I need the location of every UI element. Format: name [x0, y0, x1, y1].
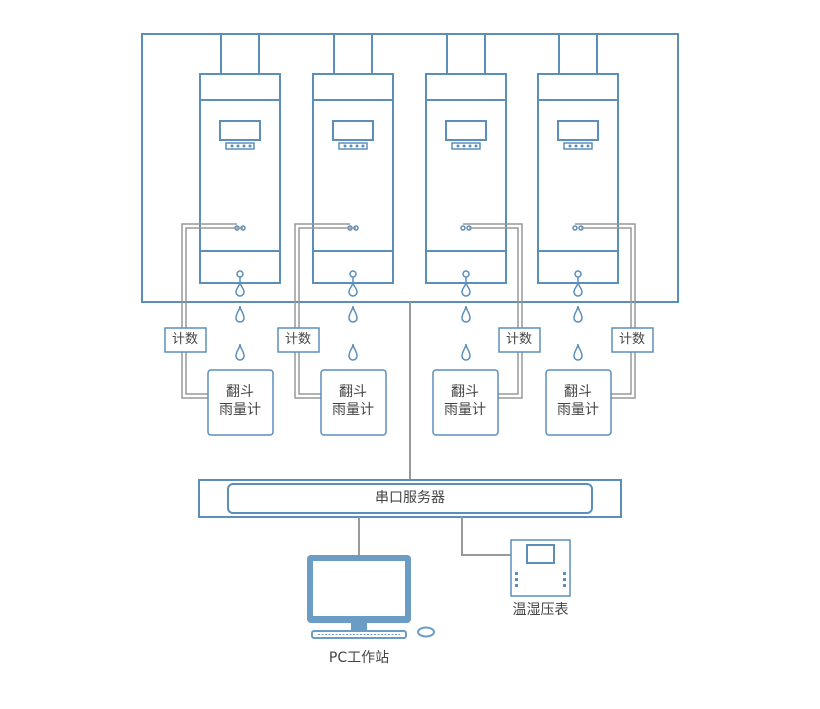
- serial-server-label: 串口服务器: [375, 490, 445, 506]
- unit-4: [537, 34, 654, 436]
- counter-label-4: 计数: [618, 332, 645, 347]
- rain-gauge-label-2: 翻斗 雨量计: [321, 384, 385, 419]
- display-panel: [445, 120, 487, 141]
- unit-cabinet: [425, 73, 507, 284]
- rain-gauge-label-3: 翻斗 雨量计: [433, 384, 497, 419]
- water-drop-icon: [461, 343, 471, 361]
- rain-gauge-label-4: 翻斗 雨量计: [546, 384, 610, 419]
- rain-gauge-box: [432, 369, 499, 436]
- rain-gauge-box: [320, 369, 387, 436]
- water-drop-icon: [461, 281, 471, 297]
- meter-link: [461, 517, 511, 556]
- rain-gauge-line-1: 翻斗: [339, 384, 367, 400]
- unit-3: [425, 34, 541, 436]
- counter-box: [611, 327, 654, 353]
- thermo-hygro-barometer-icon: [510, 539, 571, 597]
- unit-1: [164, 34, 281, 436]
- counter-box: [164, 327, 207, 353]
- water-drop-icon: [573, 281, 583, 297]
- counter-box: [498, 327, 541, 353]
- pc-workstation-label: PC工作站: [328, 650, 390, 666]
- rain-gauge-line-1: 翻斗: [451, 384, 479, 400]
- water-drop-icon: [235, 343, 245, 361]
- rain-gauge-box: [545, 369, 612, 436]
- counter-label-1: 计数: [171, 332, 198, 347]
- display-panel: [332, 120, 374, 141]
- water-drop-icon: [348, 281, 358, 297]
- rain-gauge-box: [207, 369, 274, 436]
- display-panel: [219, 120, 261, 141]
- water-drop-icon: [348, 343, 358, 361]
- display-panel: [557, 120, 599, 141]
- water-drop-icon: [235, 281, 245, 297]
- water-drop-icon: [348, 305, 358, 323]
- serial-server-frame: [198, 479, 622, 518]
- counter-box: [277, 327, 320, 353]
- water-drop-icon: [573, 343, 583, 361]
- unit-2: [277, 34, 394, 436]
- meter-label: 温湿压表: [512, 602, 569, 618]
- rain-gauge-line-2: 雨量计: [332, 401, 374, 418]
- water-drop-icon: [461, 305, 471, 323]
- water-drop-icon: [573, 305, 583, 323]
- rain-gauge-line-2: 雨量计: [219, 401, 261, 418]
- counter-label-3: 计数: [505, 332, 532, 347]
- rain-gauge-line-1: 翻斗: [564, 384, 592, 400]
- pc-workstation-icon: [307, 555, 435, 639]
- rain-gauge-line-2: 雨量计: [444, 401, 486, 418]
- rain-gauge-label-1: 翻斗 雨量计: [208, 384, 272, 419]
- rain-gauge-line-1: 翻斗: [226, 384, 254, 400]
- water-drop-icon: [235, 305, 245, 323]
- mouse-icon: [417, 626, 435, 638]
- unit-cabinet: [199, 73, 281, 284]
- unit-cabinet: [537, 73, 619, 284]
- rain-gauge-line-2: 雨量计: [557, 401, 599, 418]
- serial-server-inner: [227, 483, 593, 514]
- counter-label-2: 计数: [284, 332, 311, 347]
- unit-cabinet: [312, 73, 394, 284]
